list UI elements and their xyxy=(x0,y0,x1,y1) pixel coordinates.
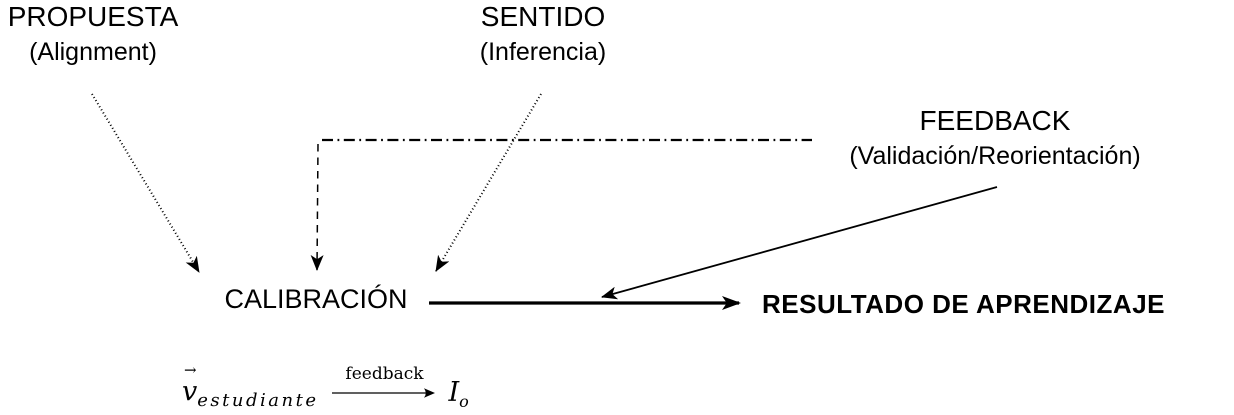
node-feedback: FEEDBACK (Validación/Reorientación) xyxy=(818,104,1172,171)
formula-vector-term: →vestudiante xyxy=(182,361,319,412)
sentido-title: SENTIDO xyxy=(480,1,606,32)
propuesta-title: PROPUESTA xyxy=(7,1,179,32)
formula-result-symbol: I xyxy=(448,377,460,409)
edge-feedback-to-main-arrow xyxy=(601,186,998,300)
formula-result-term: Io xyxy=(448,377,468,411)
right-arrow-icon xyxy=(332,388,436,399)
node-sentido: SENTIDO (Inferencia) xyxy=(419,0,667,67)
formula-labeled-arrow: feedback xyxy=(332,364,436,399)
calibracion-title: CALIBRACIÓN xyxy=(224,284,408,314)
node-resultado: RESULTADO DE APRENDIZAJE xyxy=(762,289,1234,320)
propuesta-subtitle: (Alignment) xyxy=(29,37,157,66)
node-propuesta: PROPUESTA (Alignment) xyxy=(0,0,186,67)
edge-dashed-to-calibracion xyxy=(310,143,324,271)
node-calibracion: CALIBRACIÓN xyxy=(210,283,422,315)
formula-result-subscript: o xyxy=(459,392,469,412)
vector-arrow-accent-icon: → xyxy=(184,361,197,380)
formula-vector-symbol: v xyxy=(182,376,198,408)
edge-sentido-to-calibracion xyxy=(435,93,542,272)
sentido-subtitle: (Inferencia) xyxy=(479,37,607,66)
edge-propuesta-to-calibracion xyxy=(91,93,200,273)
feedback-subtitle: (Validación/Reorientación) xyxy=(849,141,1141,170)
formula: →vestudiante feedback Io xyxy=(182,361,469,412)
feedback-title: FEEDBACK xyxy=(919,105,1071,136)
formula-arrow-label: feedback xyxy=(345,364,424,384)
formula-vector-subscript: estudiante xyxy=(197,390,319,412)
resultado-title: RESULTADO DE APRENDIZAJE xyxy=(762,289,1165,319)
